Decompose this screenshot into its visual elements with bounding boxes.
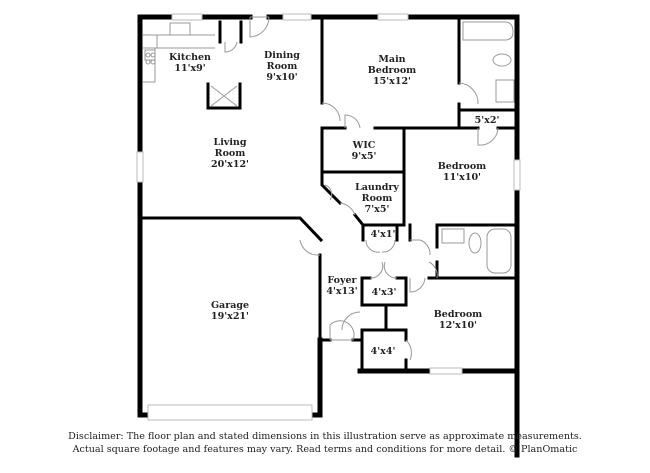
interior-walls — [138, 15, 519, 373]
bedroom-2-dims: 11'x10' — [443, 172, 481, 183]
laundry-name-2: Room — [361, 193, 393, 204]
closet-4x4-dims: 4'x4' — [370, 346, 396, 357]
dining-dims: 9'x10' — [266, 72, 298, 83]
closet-4x3-label: 4'x3' — [372, 287, 397, 298]
laundry-name-1: Laundry — [355, 182, 399, 193]
closet-4x1-dims: 4'x1' — [370, 229, 396, 240]
bedroom-2-name: Bedroom — [437, 161, 487, 172]
wic-name: WIC — [352, 140, 376, 151]
windows — [136, 13, 521, 421]
closet-4x1-label: 4'x1' — [371, 229, 396, 240]
garage-label: Garage 19'x21' — [211, 300, 249, 322]
main-bedroom-dims: 15'x12' — [373, 76, 411, 87]
fixtures — [143, 21, 515, 274]
kitchen-name: Kitchen — [169, 52, 211, 63]
disclaimer: Disclaimer: The floor plan and stated di… — [0, 430, 650, 456]
dining-label: Dining Room 9'x10' — [264, 50, 300, 83]
main-bedroom-name-2: Bedroom — [367, 65, 417, 76]
closet-4x3-dims: 4'x3' — [371, 287, 397, 298]
dining-name-1: Dining — [264, 50, 300, 61]
laundry-label: Laundry Room 7'x5' — [355, 182, 399, 215]
garage-name: Garage — [210, 300, 250, 311]
laundry-dims: 7'x5' — [364, 204, 390, 215]
foyer-name: Foyer — [327, 275, 357, 286]
disclaimer-line-1: Disclaimer: The floor plan and stated di… — [68, 431, 582, 442]
doors — [224, 16, 499, 361]
bedroom-2-label: Bedroom 11'x10' — [438, 161, 486, 183]
living-name-1: Living — [213, 137, 247, 148]
bedroom-3-dims: 12'x10' — [439, 320, 477, 331]
wic-label: WIC 9'x5' — [352, 140, 377, 162]
wic-dims: 9'x5' — [351, 151, 377, 162]
dining-name-2: Room — [266, 61, 298, 72]
closet-5x2-label: 5'x2' — [475, 115, 500, 126]
living-dims: 20'x12' — [211, 159, 249, 170]
bedroom-3-label: Bedroom 12'x10' — [434, 309, 482, 331]
closet-5x2-dims: 5'x2' — [474, 115, 500, 126]
foyer-dims: 4'x13' — [326, 286, 358, 297]
main-bedroom-name-1: Main — [378, 54, 406, 65]
living-label: Living Room 20'x12' — [211, 137, 249, 170]
main-bedroom-label: Main Bedroom 15'x12' — [368, 54, 416, 87]
kitchen-label: Kitchen 11'x9' — [169, 52, 211, 74]
disclaimer-line-2: Actual square footage and features may v… — [72, 444, 578, 455]
kitchen-dims: 11'x9' — [174, 63, 206, 74]
garage-dims: 19'x21' — [211, 311, 249, 322]
living-name-2: Room — [214, 148, 246, 159]
bedroom-3-name: Bedroom — [433, 309, 483, 320]
foyer-label: Foyer 4'x13' — [326, 275, 357, 297]
closet-4x4-label: 4'x4' — [371, 346, 396, 357]
